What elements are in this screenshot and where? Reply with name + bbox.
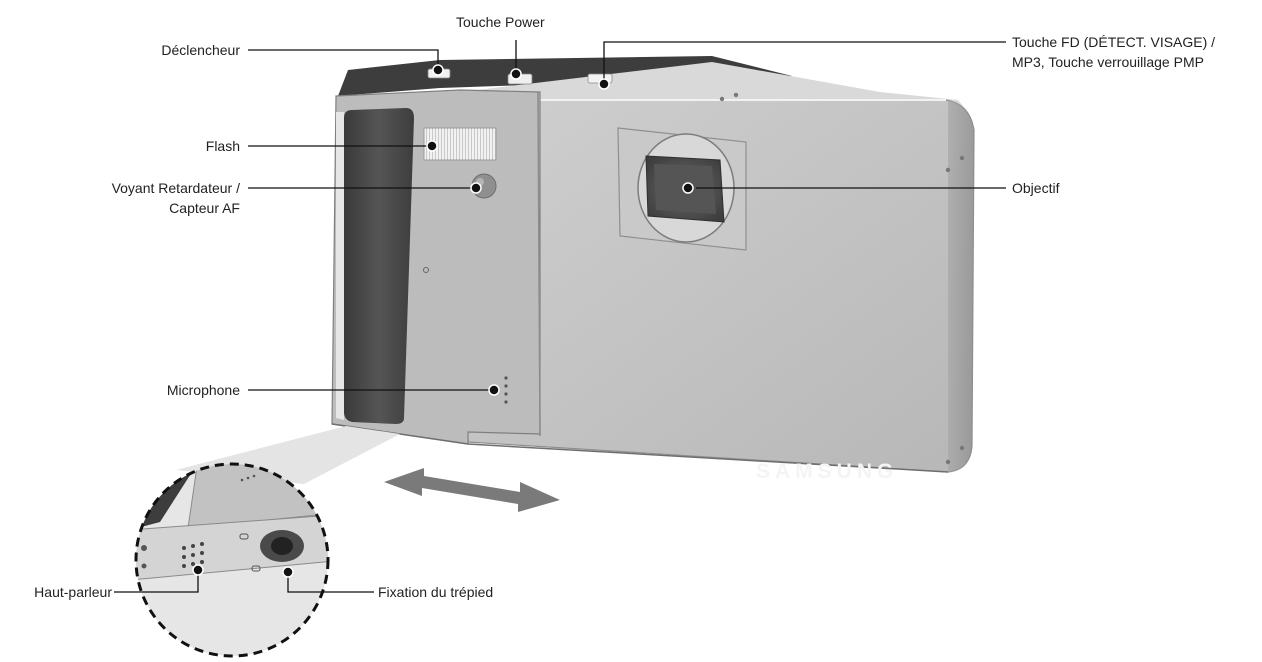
leader-dots — [192, 64, 694, 578]
zoom-detail — [134, 462, 330, 658]
label-flash: Flash — [205, 138, 240, 154]
label-microphone: Microphone — [166, 382, 240, 398]
microphone-holes — [504, 376, 508, 404]
label-fd-line1: Touche FD (DÉTECT. VISAGE) / — [1012, 34, 1216, 50]
label-lens: Objectif — [1012, 180, 1060, 196]
camera-body — [331, 56, 975, 473]
flash-window — [423, 127, 497, 161]
slide-arrow — [384, 468, 560, 512]
label-tripod: Fixation du trépied — [378, 584, 494, 600]
brand-logo: SAMSUNG — [756, 460, 898, 483]
label-speaker: Haut-parleur — [34, 584, 112, 600]
label-timer-line1: Voyant Retardateur / — [111, 180, 240, 196]
label-shutter: Déclencheur — [161, 42, 240, 58]
label-power: Touche Power — [456, 14, 545, 30]
label-fd-line2: MP3, Touche verrouillage PMP — [1012, 54, 1204, 70]
lens-assembly — [617, 127, 747, 251]
leader-lines — [114, 40, 1006, 593]
label-timer-line2: Capteur AF — [169, 200, 240, 216]
